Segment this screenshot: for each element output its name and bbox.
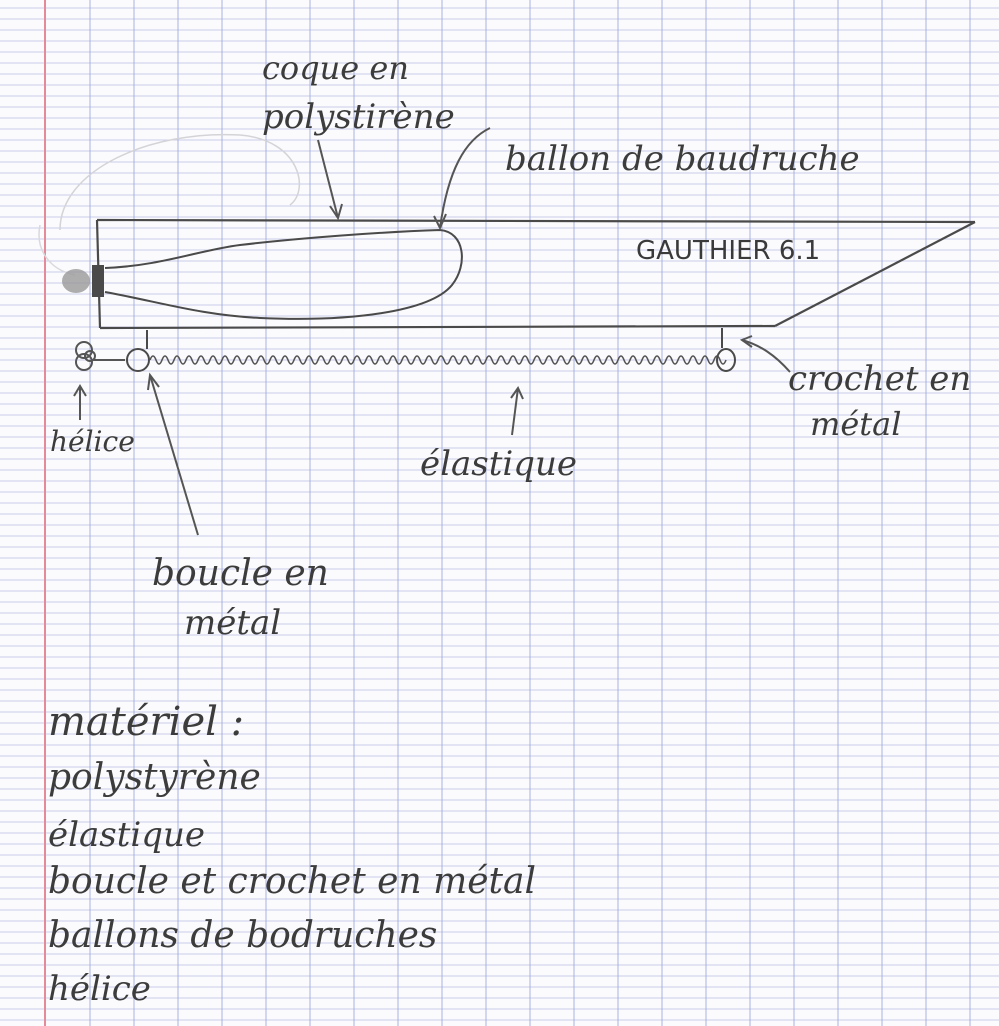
materials-item: hélice [48, 969, 151, 1009]
materials-item: boucle et crochet en métal [48, 861, 536, 902]
propeller-icon [75, 341, 125, 371]
shading-icon [62, 269, 90, 293]
label-helice: hélice [50, 425, 135, 458]
materials-item: polystyrène [48, 757, 261, 798]
materials-item: élastique [48, 815, 206, 855]
label-crochet-line1: crochet en [788, 359, 972, 399]
elastic-band [149, 355, 727, 365]
metal-hook-icon [716, 328, 736, 372]
balloon-neck-icon [92, 265, 104, 297]
label-ballon: ballon de baudruche [505, 139, 860, 179]
leader-arrows [73, 127, 791, 536]
materials-heading: matériel : [48, 699, 245, 745]
erased-sketch [59, 133, 301, 231]
label-crochet-line2: métal [810, 405, 902, 443]
hull [95, 218, 976, 330]
label-elastique: élastique [420, 444, 578, 484]
boat-title: GAUTHIER 6.1 [636, 236, 821, 266]
metal-loop-icon [126, 330, 150, 372]
label-coque-line2: polystirène [262, 97, 455, 137]
label-boucle-line2: métal [184, 603, 282, 643]
label-coque-line1: coque en [262, 49, 409, 87]
label-boucle-line1: boucle en [152, 553, 329, 594]
balloon [104, 228, 463, 320]
materials-item: ballons de bodruches [48, 915, 438, 956]
